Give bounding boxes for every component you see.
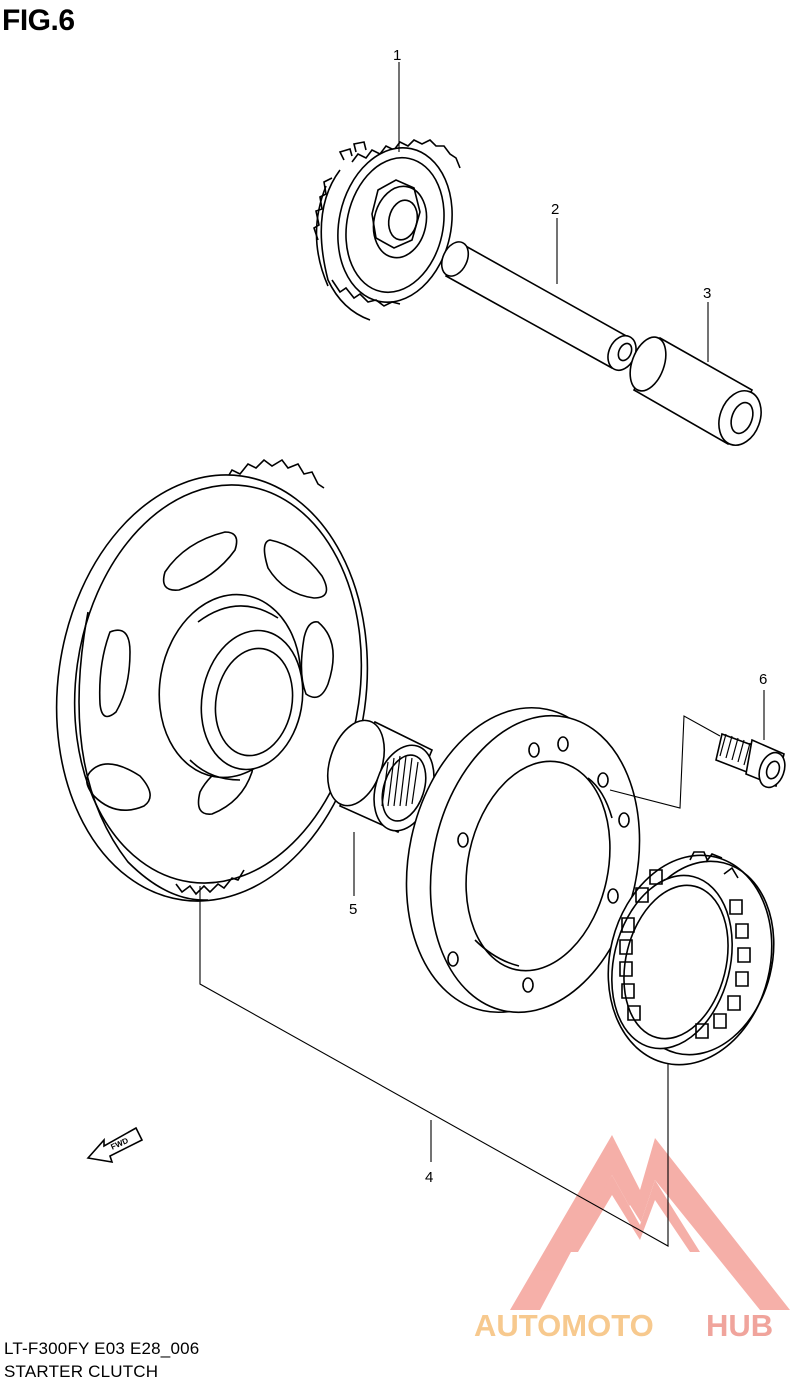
- callout-4: 4: [425, 1169, 433, 1186]
- callout-2: 2: [551, 201, 559, 218]
- watermark-brand-a: AUTOMOTO: [474, 1308, 654, 1343]
- starter-clutch-housing-icon: [405, 706, 641, 1014]
- leader-lines: [199, 62, 765, 1247]
- one-way-clutch-icon: [607, 851, 775, 1066]
- callout-6: 6: [759, 671, 767, 688]
- callout-5: 5: [349, 901, 357, 918]
- starter-idle-gear-icon: [313, 139, 461, 321]
- idle-gear-shaft-icon: [440, 241, 637, 372]
- bolt-icon: [715, 732, 786, 789]
- callout-3: 3: [703, 285, 711, 302]
- figure-title: FIG.6: [2, 4, 75, 37]
- watermark-logo-icon: [510, 1135, 790, 1310]
- forward-arrow-icon: FWD: [86, 1126, 144, 1164]
- watermark-brand-b: HUB: [706, 1308, 773, 1343]
- model-code: LT-F300FY E03 E28_006: [4, 1339, 200, 1358]
- starter-driven-gear-icon: [55, 458, 369, 902]
- figure-name: STARTER CLUTCH: [4, 1362, 159, 1381]
- bushing-icon: [629, 336, 762, 446]
- callout-1: 1: [393, 47, 401, 64]
